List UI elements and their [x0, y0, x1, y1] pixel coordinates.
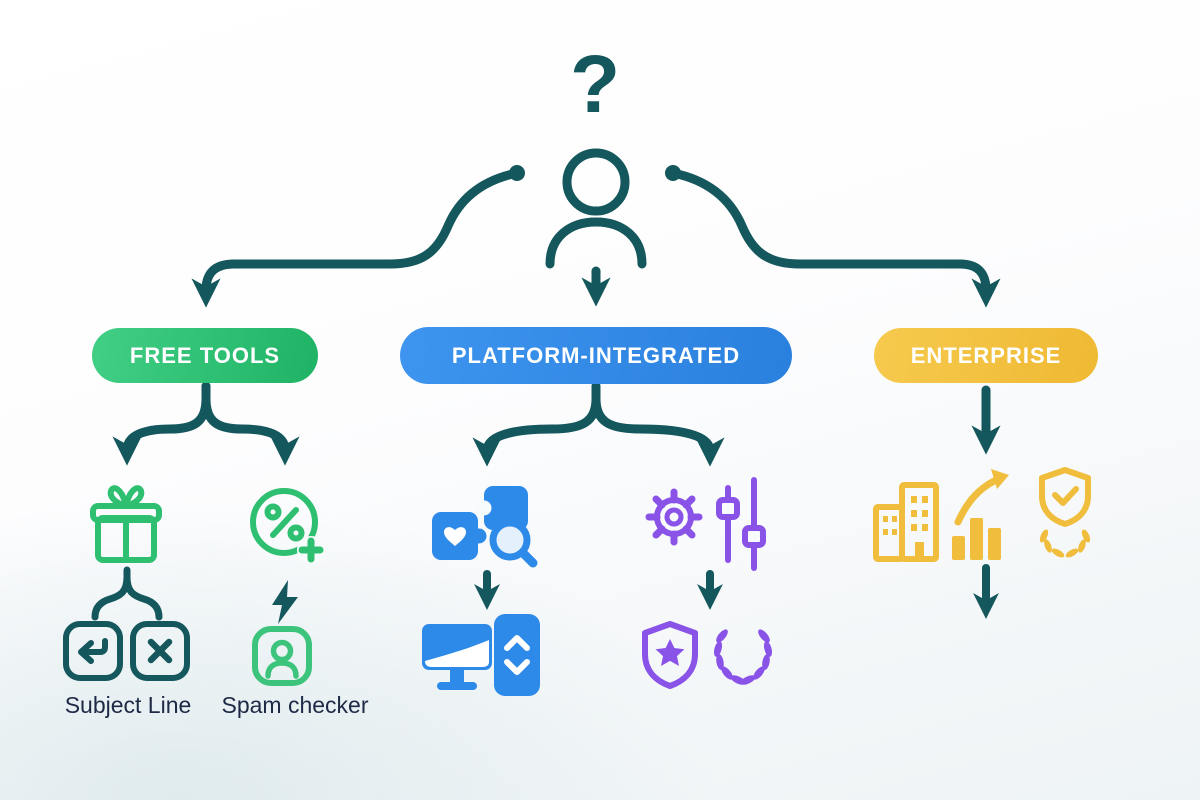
branch-pill-enterprise: ENTERPRISE	[874, 328, 1098, 383]
gear-icon	[638, 478, 714, 556]
puzzle-search-icon	[430, 482, 538, 570]
shield-star-icon	[637, 620, 703, 690]
award-shield-icon	[1032, 466, 1098, 562]
lightning-icon	[268, 578, 302, 626]
person-icon	[535, 142, 657, 272]
monitor-icon	[420, 616, 494, 696]
percent-discount-icon	[243, 481, 329, 567]
caption-spam-checker: Spam checker	[221, 692, 369, 718]
gift-icon	[86, 482, 166, 566]
smartphone-icon	[492, 612, 542, 698]
branch-pill-platform-integrated: PLATFORM-INTEGRATED	[400, 327, 792, 384]
branch-pill-free-tools: FREE TOOLS	[92, 328, 318, 383]
caption-subject-line: Subject Line	[64, 692, 192, 718]
close-x-icon	[129, 619, 191, 683]
laurel-wreath-icon	[710, 622, 776, 686]
growth-chart-icon	[948, 466, 1016, 564]
buildings-icon	[870, 480, 944, 564]
sliders-icon	[714, 476, 768, 572]
contact-card-icon	[251, 624, 313, 688]
undo-arrow-icon	[62, 619, 124, 683]
question-mark: ?	[569, 39, 621, 130]
